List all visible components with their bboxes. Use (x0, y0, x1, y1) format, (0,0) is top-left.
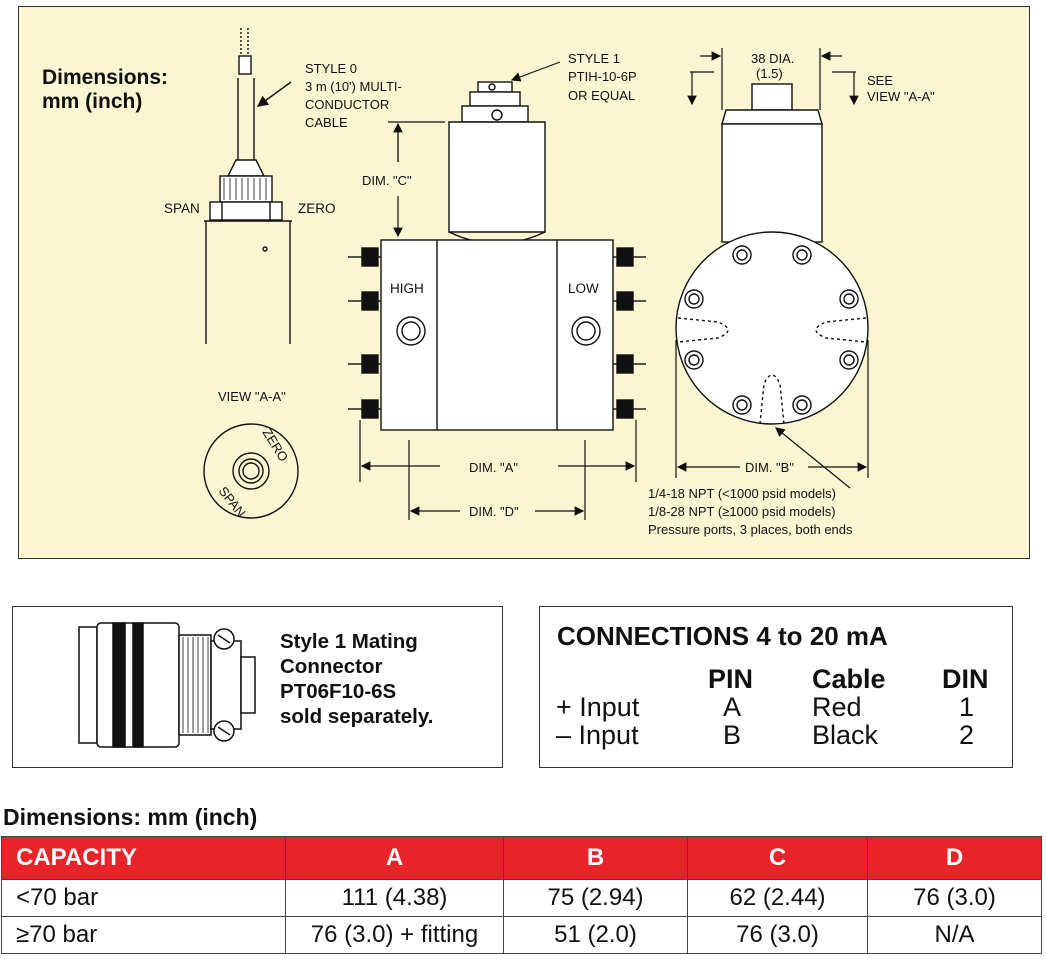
end-view-drawing (675, 83, 869, 425)
dim-c-label: DIM. "C" (362, 173, 412, 188)
dia-label-1: 38 DIA. (751, 51, 794, 66)
connections-row1-cable: Red (812, 692, 862, 722)
table-cell: 76 (3.0) + fitting (285, 916, 504, 954)
header-c: C (687, 836, 868, 880)
dim-b-label: DIM. "B" (745, 460, 794, 475)
header-a: A (285, 836, 504, 880)
connections-title: CONNECTIONS 4 to 20 mA (557, 621, 888, 651)
dim-a-dimension-line (359, 420, 637, 482)
connections-header-pin: PIN (708, 664, 754, 694)
style1-sensor-drawing (348, 81, 646, 431)
table-cell: 76 (3.0) (867, 879, 1042, 917)
drawing-heading-line2: mm (inch) (42, 90, 143, 113)
style0-label-2: 3 m (10') MULTI- (305, 79, 402, 94)
dim-c-dimension-line (388, 121, 445, 238)
dimensions-table: CAPACITY A B C D <70 bar 111 (4.38) 75 (… (1, 836, 1042, 954)
connections-row2-pin: B (723, 720, 742, 750)
header-capacity: CAPACITY (1, 836, 286, 880)
dim-b-dimension-line (675, 340, 869, 478)
dimensions-table-header-row: CAPACITY A B C D (1, 836, 1042, 880)
dim-a-label: DIM. "A" (469, 460, 518, 475)
style0-label-1: STYLE 0 (305, 61, 357, 76)
zero-label: ZERO (298, 201, 336, 216)
mating-connector-line-1: Style 1 Mating (280, 630, 418, 653)
high-label: HIGH (390, 281, 424, 296)
port-note-3: Pressure ports, 3 places, both ends (648, 522, 853, 537)
port-note-1: 1/4-18 NPT (<1000 psid models) (648, 486, 836, 501)
mating-connector-line-2: Connector (280, 655, 383, 678)
connections-row1-din: 1 (959, 692, 975, 722)
connections-row2-din: 2 (959, 720, 975, 750)
mating-connector-text: Style 1 Mating Connector PT06F10-6S sold… (280, 629, 433, 729)
see-view-label-1: SEE (867, 73, 893, 88)
dim-d-label: DIM. "D" (469, 504, 519, 519)
view-aa-dial-drawing (203, 423, 299, 519)
see-view-label-2: VIEW "A-A" (867, 89, 935, 104)
connections-header-cable: Cable (812, 664, 886, 694)
table-cell: 76 (3.0) (687, 916, 868, 954)
style0-label-4: CABLE (305, 115, 348, 130)
span-label: SPAN (164, 201, 200, 216)
dimensions-table-heading: Dimensions: mm (inch) (3, 804, 258, 830)
connections-header-din: DIN (942, 664, 989, 694)
table-row: ≥70 bar 76 (3.0) + fitting 51 (2.0) 76 (… (1, 916, 1042, 954)
mating-connector-line-4: sold separately. (280, 705, 434, 728)
table-cell: 75 (2.94) (503, 879, 688, 917)
mating-connector-image (78, 622, 256, 748)
table-cell: 62 (2.44) (687, 879, 868, 917)
technical-drawing: STYLE 0 3 m (10') MULTI- CONDUCTOR CABLE… (164, 28, 935, 537)
table-cell: 51 (2.0) (503, 916, 688, 954)
style0-label-3: CONDUCTOR (305, 97, 389, 112)
drawing-heading: Dimensions: mm (inch) (42, 66, 168, 114)
style1-label-2: PTIH-10-6P (568, 69, 637, 84)
connections-row2-label: – Input (556, 720, 639, 750)
table-cell: ≥70 bar (1, 916, 286, 954)
style0-sensor-drawing (204, 28, 292, 344)
table-row: <70 bar 111 (4.38) 75 (2.94) 62 (2.44) 7… (1, 879, 1042, 917)
connections-row1-pin: A (723, 692, 742, 722)
port-note-2: 1/8-28 NPT (≥1000 psid models) (648, 504, 836, 519)
table-cell: 111 (4.38) (285, 879, 504, 917)
view-aa-label: VIEW "A-A" (218, 389, 286, 404)
header-b: B (503, 836, 688, 880)
style1-label-1: STYLE 1 (568, 51, 620, 66)
dim-d-dimension-line (408, 440, 586, 520)
dia-dimension-line (687, 48, 859, 110)
connections-row2-cable: Black (812, 720, 879, 750)
header-d: D (867, 836, 1042, 880)
table-cell: N/A (867, 916, 1042, 954)
dia-label-2: (1.5) (756, 66, 783, 81)
style1-label-3: OR EQUAL (568, 88, 635, 103)
connections-row1-label: + Input (556, 692, 640, 722)
table-cell: <70 bar (1, 879, 286, 917)
connections-panel: CONNECTIONS 4 to 20 mA PIN Cable DIN + I… (539, 606, 1013, 768)
mating-connector-line-3: PT06F10-6S (280, 680, 397, 703)
low-label: LOW (568, 281, 599, 296)
connector-panel: Style 1 Mating Connector PT06F10-6S sold… (12, 606, 503, 768)
drawing-heading-line1: Dimensions: (42, 66, 169, 89)
